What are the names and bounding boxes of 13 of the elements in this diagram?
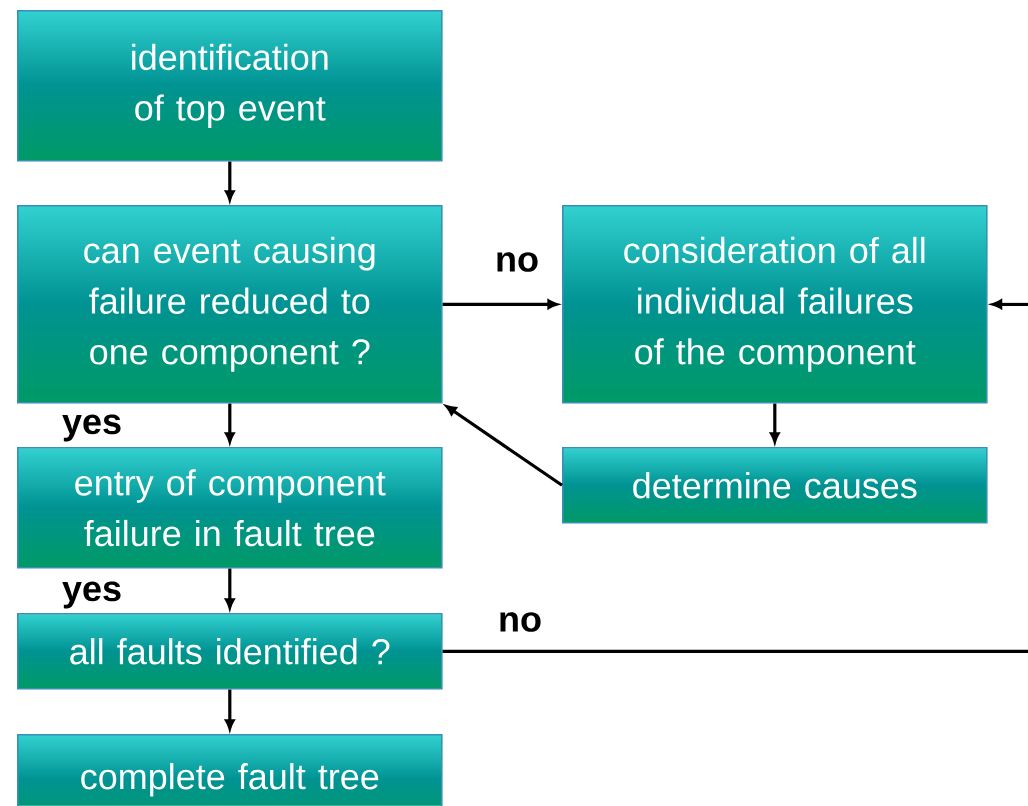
- edge-label: no: [493, 250, 541, 274]
- arrow: [442, 299, 1028, 653]
- process-box: determine causes: [562, 447, 988, 524]
- edge-label: no: [496, 610, 544, 634]
- edge-label: yes: [60, 580, 124, 610]
- process-box: complete fault tree: [17, 734, 443, 806]
- process-box: entry of component failure in fault tree: [17, 447, 443, 569]
- edge-label: yes: [60, 413, 124, 443]
- process-box: identification of top event: [17, 10, 443, 162]
- process-box: consideration of all individual failures of the component: [562, 205, 988, 404]
- arrow: [445, 405, 563, 487]
- process-box: can event causing failure reduced to one component ?: [17, 205, 443, 404]
- process-box: all faults identified ?: [17, 613, 443, 690]
